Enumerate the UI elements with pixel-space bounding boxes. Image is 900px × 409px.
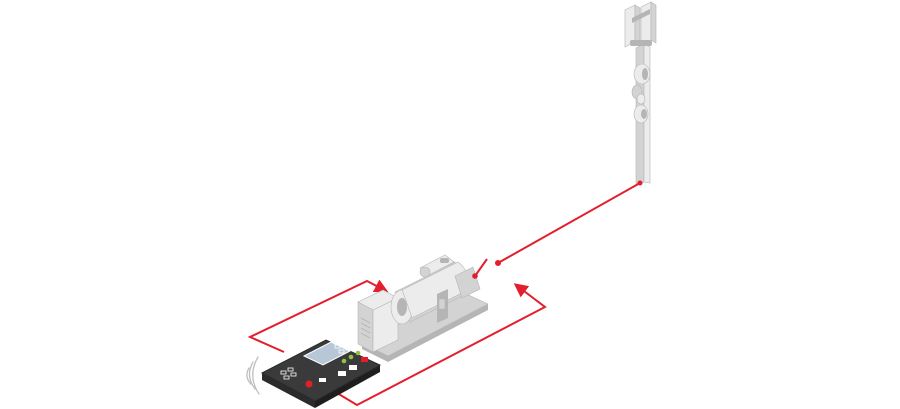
tower-power-line: [497, 182, 641, 264]
auto-button: [361, 357, 368, 362]
control-line: [247, 279, 389, 353]
dish-icon: [633, 63, 651, 85]
radiator-grille-icon: [360, 317, 371, 339]
status-led: [355, 350, 361, 356]
keypad-right-icon: [334, 341, 352, 354]
feedback-line: [336, 283, 547, 407]
keypad-left-icon: [280, 367, 297, 380]
indicator-button: [319, 378, 326, 382]
status-led: [341, 358, 347, 364]
start-button: [338, 371, 346, 376]
telecom-tower-icon: [624, 1, 657, 187]
wireless-signal-icon: [246, 356, 260, 395]
breaker-switch-icon: [472, 258, 488, 279]
generator-controller-icon: [260, 339, 382, 408]
power-line-dot: [495, 260, 501, 266]
dish-icon: [631, 84, 646, 105]
status-led: [348, 354, 354, 360]
mode-button: [349, 365, 357, 370]
generator-set-icon: [357, 254, 489, 362]
antenna-array-icon: [624, 1, 657, 48]
stop-button: [305, 380, 313, 388]
dish-icon: [633, 104, 649, 124]
